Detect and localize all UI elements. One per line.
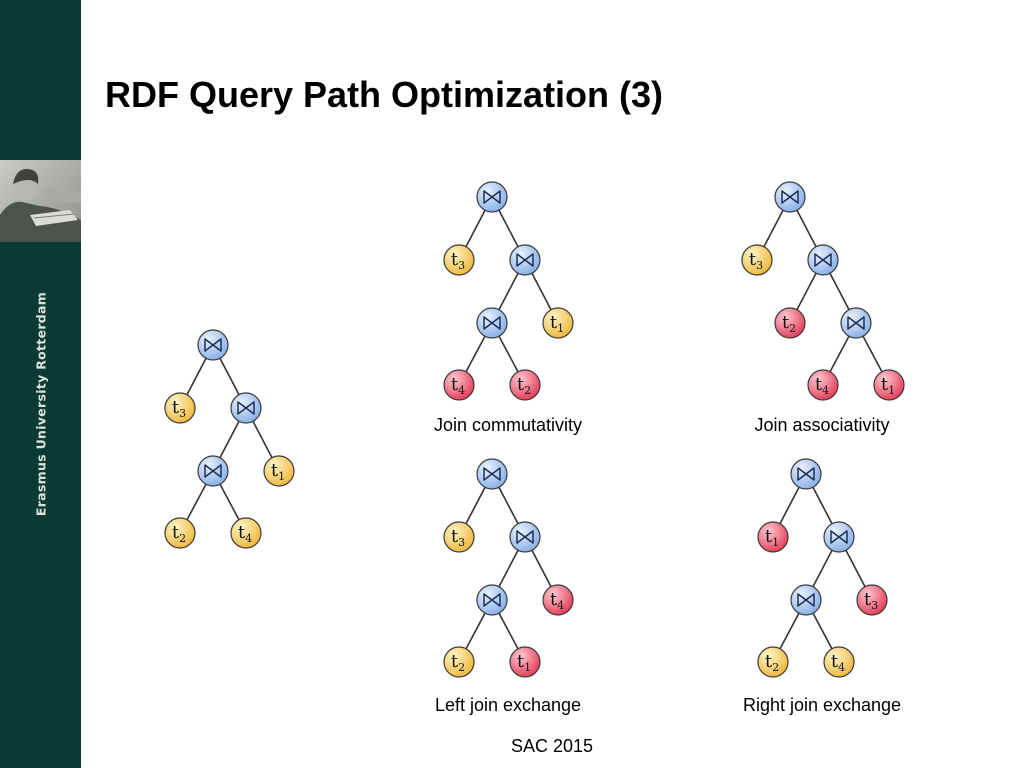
join-symbol-icon bbox=[483, 190, 501, 204]
join-node bbox=[790, 584, 822, 616]
footer-conference: SAC 2015 bbox=[510, 736, 594, 756]
join-symbol-icon bbox=[847, 316, 865, 330]
join-symbol-icon bbox=[797, 467, 815, 481]
join-symbol-icon bbox=[204, 464, 222, 478]
tree-edge bbox=[763, 209, 784, 248]
triple-node-t1: t1 bbox=[542, 307, 574, 339]
tree-edge bbox=[862, 335, 883, 373]
tree-commutativity: t3 t1 t4 t2 bbox=[443, 181, 574, 401]
tree-edge bbox=[779, 612, 800, 650]
caption-left-join-exchange: Left join exchange bbox=[434, 695, 582, 715]
tree-edge bbox=[796, 272, 817, 311]
join-node bbox=[774, 181, 806, 213]
tree-edge bbox=[812, 486, 833, 525]
triple-node-t3: t3 bbox=[443, 244, 475, 276]
triple-node-t3: t3 bbox=[856, 584, 888, 616]
join-symbol-icon bbox=[483, 316, 501, 330]
tree-edge bbox=[498, 549, 519, 588]
join-symbol-icon bbox=[483, 593, 501, 607]
tree-edge bbox=[219, 483, 240, 521]
join-symbol-icon bbox=[797, 593, 815, 607]
join-node bbox=[840, 307, 872, 339]
tree-edge bbox=[465, 335, 486, 373]
join-node bbox=[476, 458, 508, 490]
join-node bbox=[509, 244, 541, 276]
join-symbol-icon bbox=[516, 530, 534, 544]
tree-edge bbox=[186, 483, 207, 521]
triple-node-t3: t3 bbox=[741, 244, 773, 276]
tree-edge bbox=[498, 612, 519, 650]
triple-node-t4: t4 bbox=[443, 369, 475, 401]
triple-node-t1: t1 bbox=[757, 521, 789, 553]
tree-edge bbox=[219, 357, 240, 396]
triple-node-t3: t3 bbox=[443, 521, 475, 553]
tree-edge bbox=[219, 420, 240, 459]
join-node bbox=[823, 521, 855, 553]
join-symbol-icon bbox=[781, 190, 799, 204]
join-node bbox=[476, 307, 508, 339]
tree-edge bbox=[829, 335, 850, 373]
tree-edge bbox=[498, 335, 519, 373]
tree-edge bbox=[252, 420, 273, 459]
join-symbol-icon bbox=[516, 253, 534, 267]
tree-edge bbox=[845, 549, 866, 588]
join-node bbox=[197, 455, 229, 487]
join-node bbox=[197, 329, 229, 361]
triple-node-t2: t2 bbox=[443, 646, 475, 678]
caption-join-commutativity: Join commutativity bbox=[433, 415, 583, 435]
triple-node-t2: t2 bbox=[509, 369, 541, 401]
triple-node-t1: t1 bbox=[263, 455, 295, 487]
tree-edge bbox=[465, 209, 486, 248]
sidebar: Erasmus University Rotterdam bbox=[0, 0, 81, 768]
triple-node-t4: t4 bbox=[823, 646, 855, 678]
triple-node-t3: t3 bbox=[164, 392, 196, 424]
join-node bbox=[807, 244, 839, 276]
tree-edge bbox=[465, 486, 486, 525]
join-node bbox=[476, 181, 508, 213]
join-symbol-icon bbox=[204, 338, 222, 352]
join-node bbox=[476, 584, 508, 616]
triple-node-t2: t2 bbox=[757, 646, 789, 678]
tree-edge bbox=[186, 357, 207, 396]
caption-join-associativity: Join associativity bbox=[754, 415, 890, 435]
tree-edge bbox=[531, 272, 552, 311]
slide-title: RDF Query Path Optimization (3) bbox=[105, 74, 664, 115]
tree-left-exchange: t3 t4 t2 t1 bbox=[443, 458, 574, 678]
join-node bbox=[230, 392, 262, 424]
join-node bbox=[790, 458, 822, 490]
triple-node-t4: t4 bbox=[230, 517, 262, 549]
join-symbol-icon bbox=[814, 253, 832, 267]
tree-edge bbox=[498, 209, 519, 248]
join-symbol-icon bbox=[830, 530, 848, 544]
tree-edge bbox=[498, 272, 519, 311]
triple-node-t4: t4 bbox=[542, 584, 574, 616]
erasmus-portrait-image bbox=[0, 160, 81, 242]
tree-right-exchange: t1 t3 t2 t4 bbox=[757, 458, 888, 678]
tree-edge bbox=[465, 612, 486, 650]
join-node bbox=[509, 521, 541, 553]
tree-edge bbox=[812, 612, 833, 650]
tree-original: t3 t1 t2 t4 bbox=[164, 329, 295, 549]
tree-edge bbox=[829, 272, 850, 311]
join-symbol-icon bbox=[237, 401, 255, 415]
triple-node-t4: t4 bbox=[807, 369, 839, 401]
tree-edge bbox=[531, 549, 552, 588]
triple-node-t2: t2 bbox=[774, 307, 806, 339]
caption-right-join-exchange: Right join exchange bbox=[742, 695, 902, 715]
tree-edge bbox=[812, 549, 833, 588]
triple-node-t1: t1 bbox=[873, 369, 905, 401]
tree-edge bbox=[498, 486, 519, 525]
tree-edge bbox=[796, 209, 817, 248]
triple-node-t2: t2 bbox=[164, 517, 196, 549]
join-symbol-icon bbox=[483, 467, 501, 481]
tree-edge bbox=[779, 486, 800, 525]
triple-node-t1: t1 bbox=[509, 646, 541, 678]
